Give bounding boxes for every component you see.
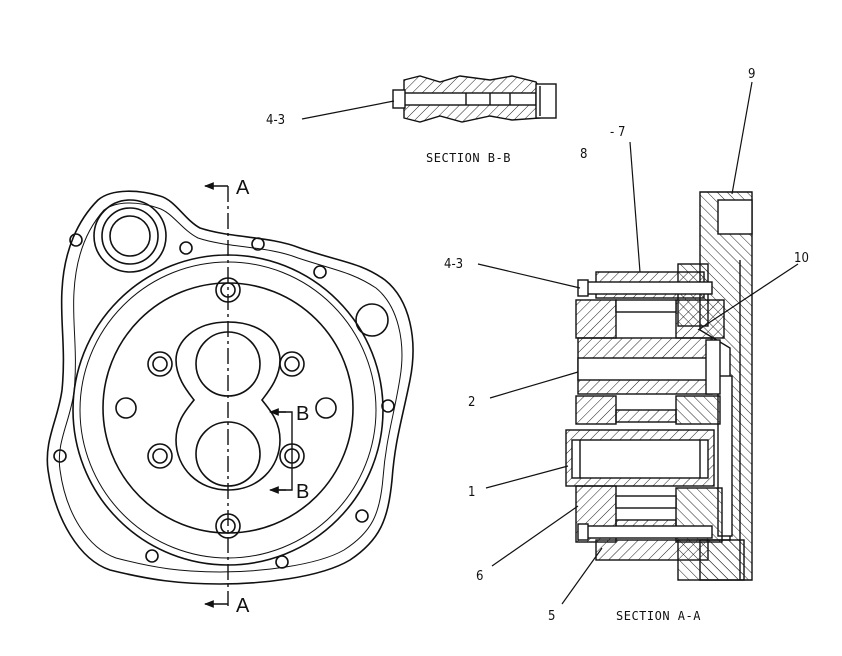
port-bore: [109, 215, 151, 257]
bolt-hole: [115, 397, 137, 419]
bolt-hole-inner: [152, 356, 168, 372]
port-boss: [93, 199, 167, 273]
callout-7: 7: [618, 125, 625, 140]
leader-5: [561, 547, 603, 605]
plan-view: [46, 182, 414, 608]
bolt-hole-inner: [284, 356, 300, 372]
aa-bolt-head: [577, 523, 589, 541]
aa-band: [615, 495, 677, 509]
callout-5: 5: [548, 609, 555, 624]
callout-10: 10: [794, 251, 809, 266]
bolt-hole: [147, 351, 173, 377]
aa-bolt-top: [581, 281, 713, 295]
bolt-hole: [315, 397, 337, 419]
bolt-hole: [381, 399, 395, 413]
leader-bb-4-3: [301, 100, 395, 120]
marker-a-top: A: [236, 177, 250, 199]
bb-bolt-head: [392, 89, 406, 109]
aa-upper-cap: [705, 339, 721, 395]
caption-section-bb: SECTION B-B: [426, 151, 511, 165]
bolt-hole: [275, 555, 289, 569]
bolt-hole: [53, 449, 67, 463]
callout-1: 1: [468, 485, 475, 500]
bolt-hole: [279, 351, 305, 377]
bolt-hole: [147, 443, 173, 469]
bolt-hole-inner: [152, 448, 168, 464]
aa-thrust-plate: [675, 299, 725, 339]
callout-9: 9: [748, 67, 755, 82]
callout-2: 2: [468, 395, 475, 410]
port-boss-inner: [101, 207, 159, 265]
aa-body-lower2: [677, 539, 745, 581]
bolt-hole: [313, 265, 327, 279]
caption-section-aa: SECTION A-A: [616, 609, 701, 623]
leader-2: [489, 371, 579, 399]
aa-band: [615, 409, 677, 423]
aa-bolt-bottom: [581, 525, 713, 539]
callout-8: 8: [580, 147, 587, 162]
section-aa-view: [565, 191, 753, 581]
leader-6: [491, 505, 579, 567]
aa-band: [615, 299, 677, 313]
bolt-hole: [355, 509, 369, 523]
callout-6: 6: [476, 569, 483, 584]
marker-a-bottom: A: [236, 595, 250, 617]
marker-b-bottom: B: [296, 481, 309, 503]
callout-7-dash: -: [610, 125, 614, 140]
aa-body-top: [575, 299, 617, 339]
aa-rear-port: [717, 199, 753, 235]
bb-fitting: [535, 83, 557, 119]
aa-lower-shaft: [571, 439, 709, 479]
callout-bb-4-3: 4-3: [266, 113, 285, 128]
bolt-hole: [69, 233, 83, 247]
aa-upper-shaft: [577, 357, 713, 381]
marker-b-top: B: [296, 403, 309, 425]
aa-body-mid-r: [675, 395, 721, 425]
bolt-hole: [251, 237, 265, 251]
leader-7: [629, 141, 641, 273]
bolt-hole: [179, 241, 193, 255]
housing-outline: [46, 190, 414, 585]
section-bb-view: [392, 75, 557, 123]
leader-10: [697, 263, 799, 331]
section-aa-leaders: [477, 81, 799, 605]
bb-bore: [403, 92, 537, 106]
callout-aa-4-3: 4-3: [444, 257, 463, 272]
bolt-hole: [355, 303, 389, 337]
bolt-hole: [145, 549, 159, 563]
aa-body-mid: [575, 395, 617, 425]
leader-4-3: [477, 263, 581, 289]
leader-1: [485, 465, 569, 489]
leader-9: [731, 81, 753, 195]
